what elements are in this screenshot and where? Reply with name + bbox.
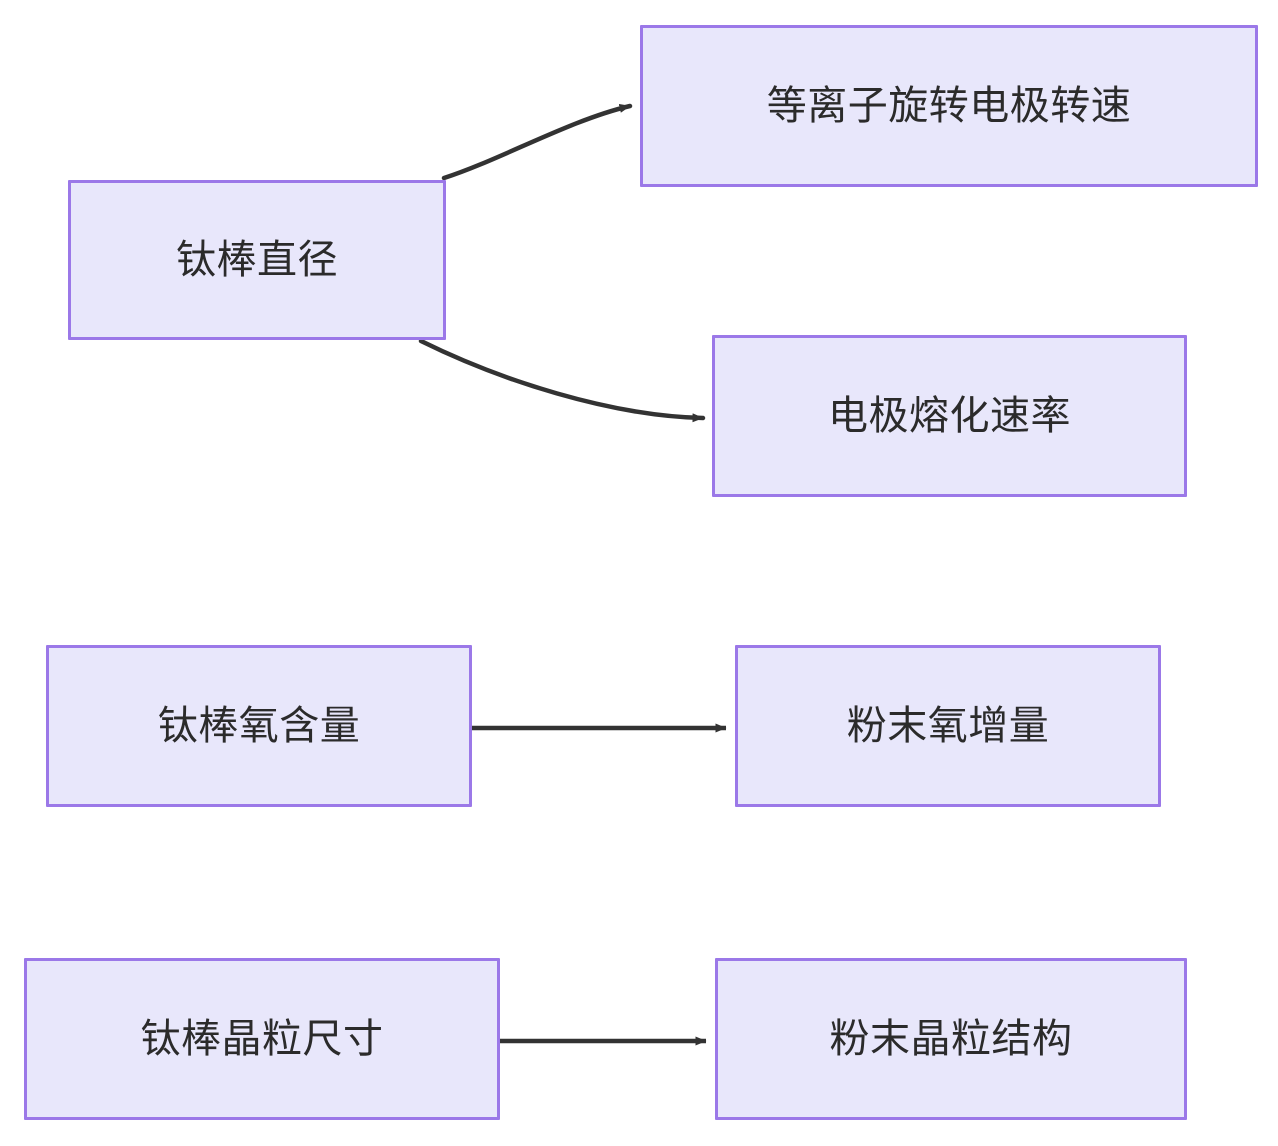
node-label-prep-speed: 等离子旋转电极转速 xyxy=(766,84,1132,128)
node-label-rod-grain: 钛棒晶粒尺寸 xyxy=(140,1017,384,1061)
node-label-rod-diameter: 钛棒直径 xyxy=(176,238,338,282)
edge-rod-diameter-to-melt-rate xyxy=(418,338,706,423)
edge-rod-diameter-to-prep-speed xyxy=(441,103,633,181)
node-melt-rate[interactable]: 电极熔化速率 xyxy=(712,335,1187,497)
node-powder-oxygen[interactable]: 粉末氧增量 xyxy=(735,645,1161,807)
node-powder-grain[interactable]: 粉末晶粒结构 xyxy=(715,958,1187,1120)
node-label-rod-oxygen: 钛棒氧含量 xyxy=(157,704,361,748)
node-prep-speed[interactable]: 等离子旋转电极转速 xyxy=(640,25,1258,187)
node-label-melt-rate: 电极熔化速率 xyxy=(828,394,1071,438)
node-rod-oxygen[interactable]: 钛棒氧含量 xyxy=(46,645,472,807)
node-rod-grain[interactable]: 钛棒晶粒尺寸 xyxy=(24,958,500,1120)
node-label-powder-grain: 粉末晶粒结构 xyxy=(829,1017,1073,1061)
node-label-powder-oxygen: 粉末氧增量 xyxy=(846,704,1050,748)
node-rod-diameter[interactable]: 钛棒直径 xyxy=(68,180,446,340)
